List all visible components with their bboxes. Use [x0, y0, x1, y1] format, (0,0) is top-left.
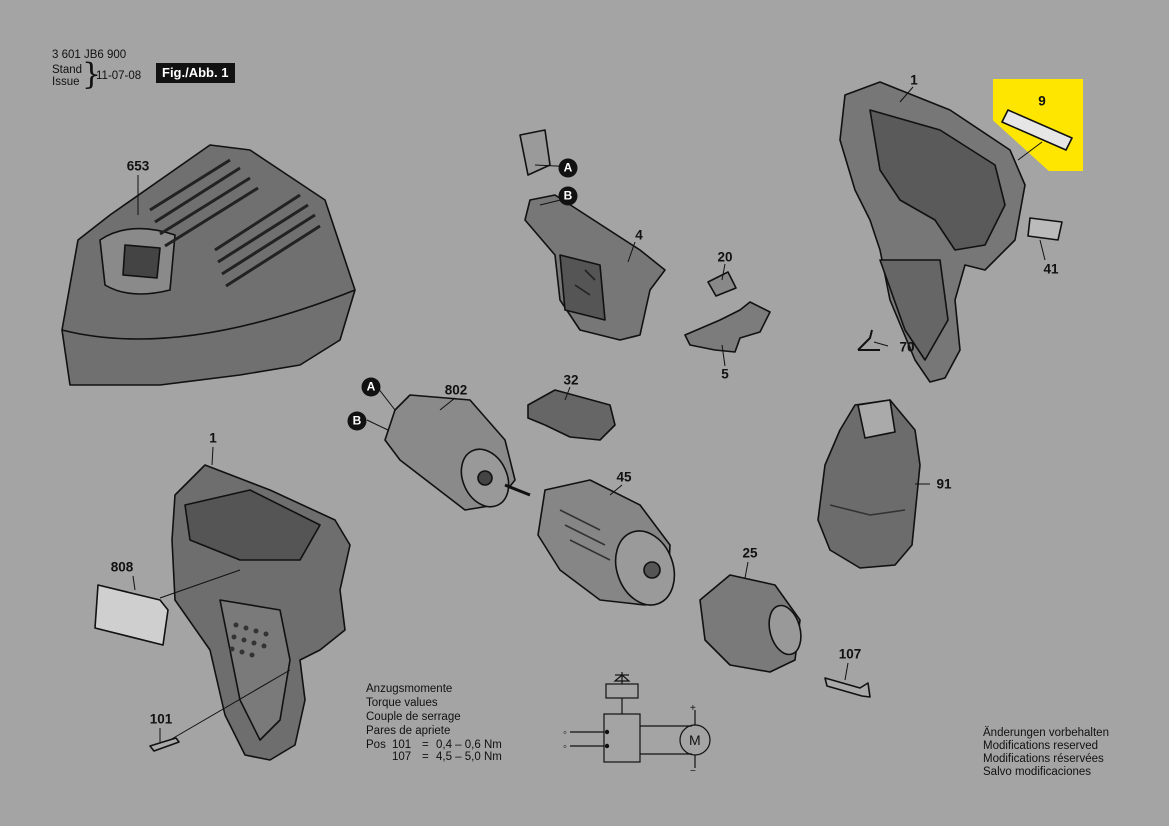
- torque-title-fr: Couple de serrage: [366, 711, 461, 723]
- connector-b-badge-switch: B: [558, 186, 578, 206]
- part-5: [684, 301, 771, 353]
- brace-icon: }: [82, 57, 102, 92]
- part-label-20: 20: [717, 249, 733, 265]
- part-32: [527, 389, 616, 441]
- screw-101: [149, 737, 180, 752]
- motor-802: [384, 394, 531, 511]
- part-label-70: 70: [899, 339, 915, 355]
- circuit-diagram: [570, 672, 711, 768]
- modifications-de: Änderungen vorbehalten: [983, 727, 1109, 739]
- part-label-41: 41: [1043, 261, 1059, 277]
- torque-table: Pos 101 = 0,4 – 0,6 Nm 107 = 4,5 – 5,0 N…: [366, 739, 502, 763]
- torque-pos: 107: [392, 751, 412, 763]
- housing-half-1-right: [839, 81, 1026, 383]
- part-label-107: 107: [838, 646, 862, 662]
- modifications-es: Salvo modificaciones: [983, 766, 1092, 778]
- part-label-1-top: 1: [910, 72, 918, 88]
- torque-pos-label: Pos: [366, 739, 386, 751]
- motor-symbol-label: M: [689, 732, 701, 748]
- torque-title-en: Torque values: [366, 697, 438, 709]
- part-label-808: 808: [110, 559, 134, 575]
- modifications-en: Modifications reserved: [983, 740, 1099, 752]
- torque-row: 107 = 4,5 – 5,0 Nm: [366, 751, 502, 763]
- charger-653: [61, 144, 356, 386]
- battery-91: [817, 399, 921, 569]
- torque-eq: =: [422, 739, 429, 751]
- motor-minus-sign: −: [690, 766, 696, 777]
- label-9: [1001, 109, 1073, 151]
- doc-number: 3 601 JB6 900: [52, 49, 127, 61]
- torque-pos: 101: [392, 739, 412, 751]
- connector-b-badge-motor: B: [347, 411, 367, 431]
- figure-title: Fig./Abb. 1: [156, 63, 236, 83]
- issue-date: 11-07-08: [96, 70, 142, 82]
- leader-lines: [132, 86, 1046, 742]
- input-terminal-1: ◦: [563, 727, 567, 739]
- housing-half-1-left: [171, 464, 351, 761]
- part-label-5: 5: [721, 366, 729, 382]
- label-808: [94, 584, 169, 646]
- part-label-32: 32: [563, 372, 579, 388]
- torque-row: Pos 101 = 0,4 – 0,6 Nm: [366, 739, 502, 751]
- switch-4: [519, 129, 666, 341]
- screw-107: [824, 677, 871, 698]
- part-20: [707, 271, 737, 297]
- connector-a-badge-motor: A: [361, 377, 381, 397]
- part-label-101: 101: [149, 711, 173, 727]
- part-label-1-left: 1: [209, 430, 217, 446]
- torque-title-es: Pares de apriete: [366, 725, 451, 737]
- input-terminal-2: ◦: [563, 741, 567, 753]
- part-label-802: 802: [444, 382, 468, 398]
- modifications-fr: Modifications réservées: [983, 753, 1104, 765]
- torque-eq: =: [422, 751, 429, 763]
- torque-value: 4,5 – 5,0 Nm: [436, 751, 502, 763]
- part-label-4: 4: [635, 227, 643, 243]
- motor-plus-sign: +: [690, 703, 696, 714]
- part-label-91: 91: [936, 476, 952, 492]
- part-label-25: 25: [742, 545, 758, 561]
- stand-label: Stand: [52, 64, 83, 76]
- connector-a-badge-switch: A: [558, 158, 578, 178]
- part-label-653: 653: [126, 158, 150, 174]
- gearbox-45: [537, 479, 676, 606]
- chuck-25: [699, 574, 802, 673]
- part-label-9: 9: [1038, 93, 1046, 109]
- torque-title-de: Anzugsmomente: [366, 683, 453, 695]
- part-70: [857, 329, 880, 351]
- part-41: [1027, 217, 1063, 241]
- issue-label: Issue: [52, 76, 80, 88]
- torque-value: 0,4 – 0,6 Nm: [436, 739, 502, 751]
- part-label-45: 45: [616, 469, 632, 485]
